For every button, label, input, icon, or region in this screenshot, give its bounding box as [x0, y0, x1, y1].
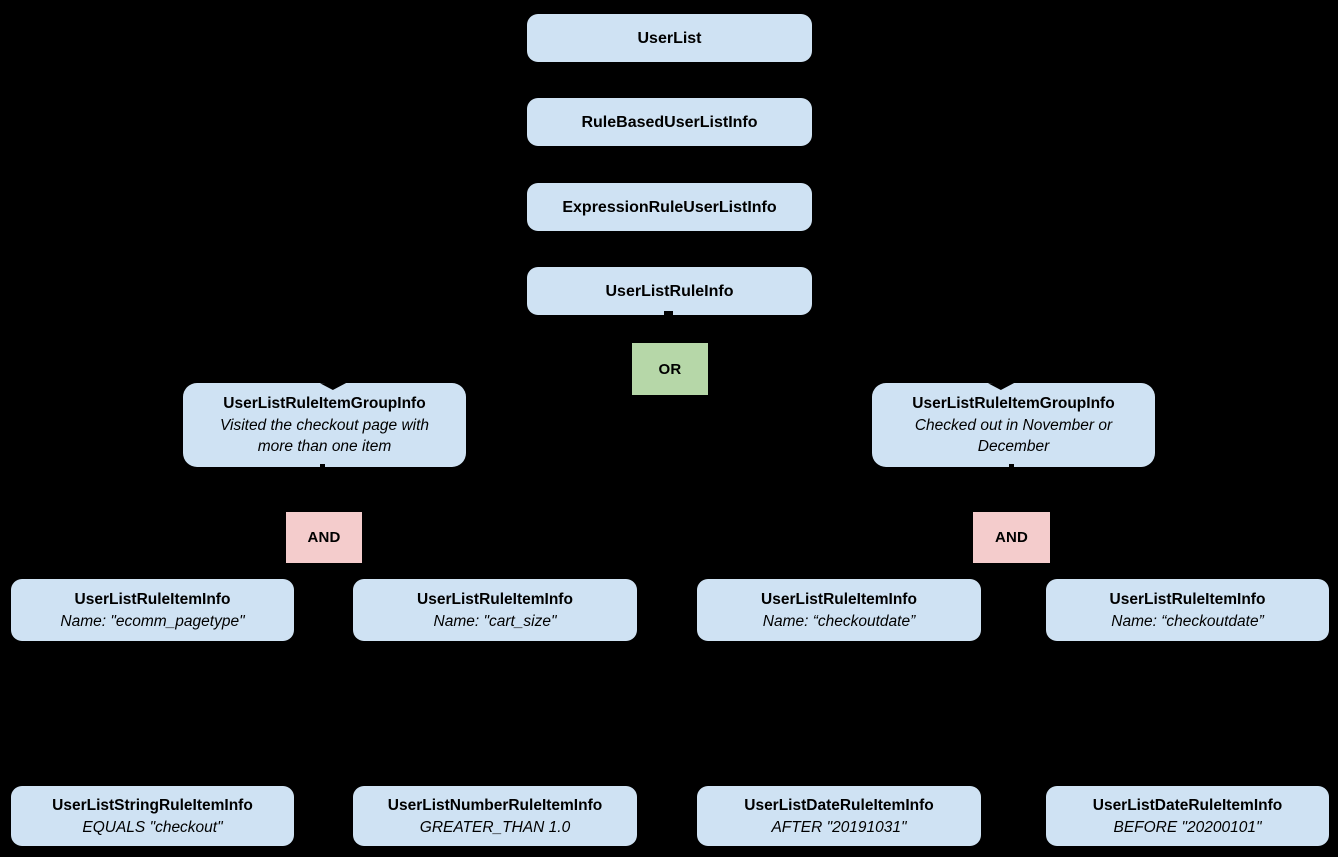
node-date-rule-item-before: UserListDateRuleItemInfo BEFORE "2020010… [1046, 786, 1329, 846]
node-number-rule-item: UserListNumberRuleItemInfo GREATER_THAN … [353, 786, 637, 846]
node-description: Checked out in November or December [914, 417, 1113, 455]
node-rule-item-cart-size: UserListRuleItemInfo Name: "cart_size" [353, 579, 637, 641]
node-userlist: UserList [527, 14, 812, 62]
node-title: UserListDateRuleItemInfo [1092, 796, 1283, 814]
node-title: UserListDateRuleItemInfo [744, 796, 934, 814]
node-detail: Name: “checkoutdate” [762, 612, 916, 630]
node-title: UserListNumberRuleItemInfo [387, 796, 603, 814]
connector-arrowhead-icon [988, 382, 1016, 390]
node-detail: BEFORE "20200101" [1113, 818, 1262, 836]
node-rule-item-checkoutdate-2: UserListRuleItemInfo Name: “checkoutdate… [1046, 579, 1329, 641]
node-detail: GREATER_THAN 1.0 [419, 818, 571, 836]
node-or-operator: OR [632, 343, 708, 395]
operator-label: OR [658, 360, 682, 378]
node-title: UserListRuleItemInfo [417, 590, 573, 608]
node-label: UserListRuleInfo [605, 282, 734, 300]
node-string-rule-item: UserListStringRuleItemInfo EQUALS "check… [11, 786, 294, 846]
node-rule-item-group-left: UserListRuleItemGroupInfo Visited the ch… [183, 383, 466, 467]
node-detail: EQUALS "checkout" [82, 818, 223, 836]
node-detail: Name: “checkoutdate” [1111, 612, 1264, 630]
node-rule-item-checkoutdate-1: UserListRuleItemInfo Name: “checkoutdate… [697, 579, 981, 641]
node-date-rule-item-after: UserListDateRuleItemInfo AFTER "20191031… [697, 786, 981, 846]
node-title: UserListRuleItemGroupInfo [912, 395, 1115, 412]
connector-stub [1009, 464, 1014, 467]
connector-stub [664, 311, 673, 315]
node-title: UserListRuleItemInfo [74, 590, 231, 608]
node-detail: Name: "cart_size" [433, 612, 557, 630]
operator-label: AND [994, 529, 1029, 546]
node-rule-based-user-list-info: RuleBasedUserListInfo [527, 98, 812, 146]
node-rule-item-group-right: UserListRuleItemGroupInfo Checked out in… [872, 383, 1155, 467]
node-description: Visited the checkout page with more than… [219, 417, 430, 455]
node-and-operator-left: AND [286, 512, 362, 563]
node-label: UserList [637, 29, 702, 47]
node-rule-item-ecomm-pagetype: UserListRuleItemInfo Name: "ecomm_pagety… [11, 579, 294, 641]
connector-arrowhead-icon [320, 382, 348, 390]
node-detail: AFTER "20191031" [771, 818, 907, 836]
node-title: UserListStringRuleItemInfo [52, 796, 253, 814]
node-user-list-rule-info: UserListRuleInfo [527, 267, 812, 315]
node-title: UserListRuleItemInfo [761, 590, 917, 608]
node-label: RuleBasedUserListInfo [581, 113, 758, 131]
node-label: ExpressionRuleUserListInfo [562, 198, 777, 216]
node-title: UserListRuleItemInfo [1109, 590, 1266, 608]
node-detail: Name: "ecomm_pagetype" [60, 612, 245, 630]
operator-label: AND [307, 529, 341, 546]
node-expression-rule-user-list-info: ExpressionRuleUserListInfo [527, 183, 812, 231]
connector-stub [320, 464, 325, 467]
node-title: UserListRuleItemGroupInfo [223, 395, 426, 412]
node-and-operator-right: AND [973, 512, 1050, 563]
